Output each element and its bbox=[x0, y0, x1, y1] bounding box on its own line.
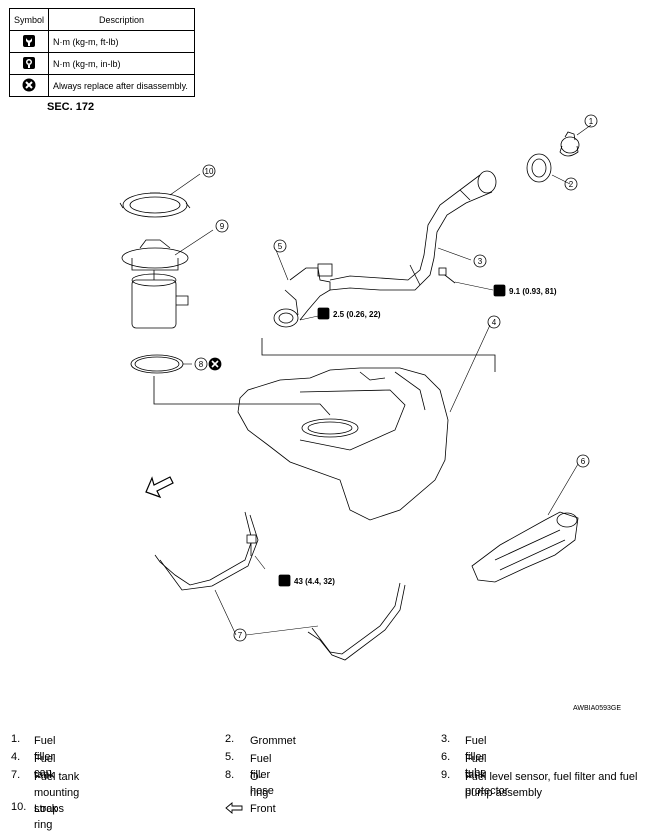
legend-header-symbol: Symbol bbox=[8, 8, 50, 31]
part-number: 2. bbox=[225, 733, 235, 745]
legend-description: N·m (kg-m, in-lb) bbox=[48, 52, 196, 75]
part-name: Fuel tank protector bbox=[465, 753, 509, 797]
fuel-system-exploded-diagram: 1 2 3 4 5 6 7 8 9 10 9.1 (0.93, 81) 2.5 … bbox=[119, 114, 598, 661]
part-number: 4. bbox=[11, 751, 21, 763]
torque-marker-filler-tube: 9.1 (0.93, 81) bbox=[493, 284, 557, 297]
always-replace-icon bbox=[22, 78, 36, 91]
callout-number: 1 bbox=[589, 117, 594, 126]
callout-number: 5 bbox=[278, 242, 283, 251]
part-name: Fuel tank mounting straps bbox=[34, 771, 80, 815]
fuel-tank-mounting-straps bbox=[154, 511, 406, 661]
part-name: Fuel filler cap bbox=[34, 735, 56, 779]
legend-header-description: Description bbox=[48, 8, 196, 31]
torque-value: 43 (4.4, 32) bbox=[294, 577, 335, 586]
callout-number: 8 bbox=[199, 360, 204, 369]
torque-marker-strap-bolt: 43 (4.4, 32) bbox=[278, 574, 335, 587]
legend-row: N·m (kg-m, in-lb) bbox=[8, 52, 196, 75]
always-replace-icon bbox=[208, 357, 222, 371]
callout-number: 2 bbox=[569, 180, 574, 189]
o-ring bbox=[130, 354, 184, 374]
legend-description: Always replace after disassembly. bbox=[48, 74, 196, 97]
part-name: Lock ring bbox=[34, 803, 58, 831]
torque-value: 9.1 (0.93, 81) bbox=[509, 287, 557, 296]
part-number: 5. bbox=[225, 751, 235, 763]
symbol-legend-table: Symbol Description N·m (kg-m, ft-lb) N·m… bbox=[8, 8, 196, 97]
part-name: O-ring bbox=[250, 771, 269, 799]
leader-lines bbox=[169, 124, 592, 636]
strap-bolt bbox=[246, 534, 257, 556]
callout-markers: 1 2 3 4 5 6 7 8 9 10 bbox=[194, 114, 598, 642]
callout-number: 3 bbox=[478, 257, 483, 266]
legend-row: N·m (kg-m, ft-lb) bbox=[8, 30, 196, 53]
part-number: 7. bbox=[11, 769, 21, 781]
part-number: 9. bbox=[441, 769, 451, 781]
part-number: 8. bbox=[225, 769, 235, 781]
part-number: 3. bbox=[441, 733, 451, 745]
callout-number: 10 bbox=[205, 167, 214, 176]
front-arrow-icon bbox=[225, 802, 243, 814]
fuel-pump-assembly bbox=[121, 239, 189, 329]
callout-number: 6 bbox=[581, 457, 586, 466]
alignment-lines bbox=[153, 338, 496, 416]
callout-number: 7 bbox=[238, 631, 243, 640]
fuel-tank bbox=[237, 367, 449, 521]
front-arrow-icon bbox=[145, 476, 174, 499]
part-name: Fuel filler tube bbox=[465, 735, 487, 779]
torque-wrench-icon bbox=[23, 34, 35, 47]
lock-ring bbox=[119, 192, 191, 218]
callout-number: 9 bbox=[220, 222, 225, 231]
fuel-filler-hose bbox=[273, 263, 333, 328]
fuel-filler-cap bbox=[559, 131, 580, 157]
part-name: Grommet bbox=[250, 735, 296, 747]
part-name: Fuel filler hose bbox=[250, 753, 274, 797]
legend-description: N·m (kg-m, ft-lb) bbox=[48, 30, 196, 53]
part-number: 10. bbox=[11, 801, 27, 813]
grommet bbox=[526, 153, 552, 183]
torque-value: 2.5 (0.26, 22) bbox=[333, 310, 381, 319]
fuel-tank-protector bbox=[471, 511, 579, 583]
section-label: SEC. 172 bbox=[47, 101, 95, 113]
part-number: 6. bbox=[441, 751, 451, 763]
torque-marker-filler-hose: 2.5 (0.26, 22) bbox=[317, 307, 381, 320]
torque-wrench-filled-icon bbox=[23, 56, 35, 69]
callout-number: 4 bbox=[492, 318, 497, 327]
fuel-filler-tube bbox=[329, 170, 497, 291]
legend-row: Always replace after disassembly. bbox=[8, 74, 196, 97]
part-name: Fuel level sensor, fuel filter and fuel … bbox=[465, 771, 638, 799]
part-number: 1. bbox=[11, 733, 21, 745]
front-label: Front bbox=[250, 803, 276, 815]
part-name: Fuel tank bbox=[34, 753, 56, 781]
filler-tube-bolt bbox=[438, 267, 456, 284]
figure-code: AWBIA0593GE bbox=[573, 705, 621, 712]
